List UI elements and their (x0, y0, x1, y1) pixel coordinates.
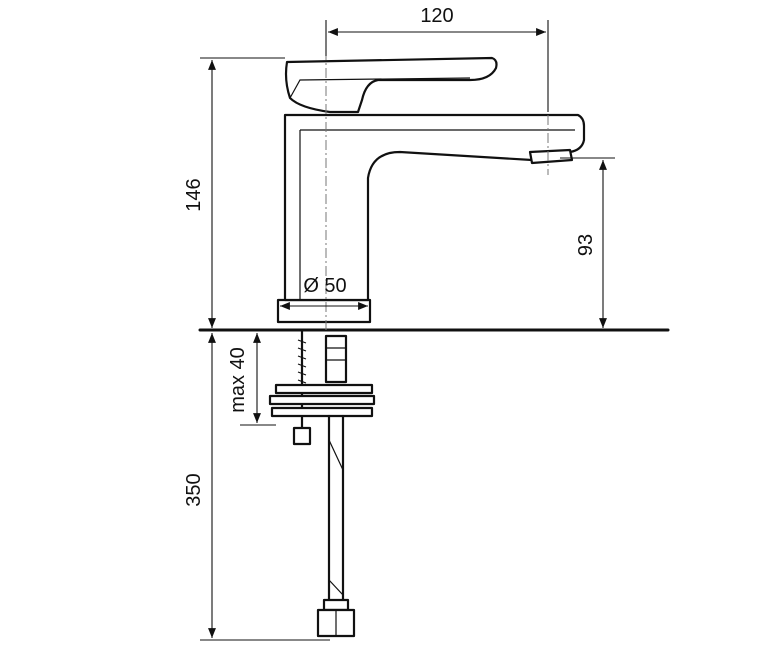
label-spout-reach: 120 (420, 5, 453, 27)
label-hose-length: 350 (183, 473, 205, 506)
dimension-max-countertop: max 40 (227, 333, 276, 426)
label-base-diameter: Ø 50 (303, 275, 346, 297)
faucet-body (276, 56, 586, 324)
dimension-base-diameter: Ø 50 (280, 275, 368, 310)
mounting-kit (268, 328, 376, 446)
dimension-total-height: 146 (183, 57, 285, 328)
dimension-hose-length: 350 (183, 333, 330, 641)
flexible-hose (316, 414, 356, 638)
label-spout-height: 93 (575, 234, 597, 256)
label-max-countertop: max 40 (227, 347, 249, 413)
label-total-height: 146 (183, 178, 205, 211)
dimension-spout-height: 93 (560, 157, 615, 328)
dimension-spout-reach: 120 (325, 5, 549, 112)
